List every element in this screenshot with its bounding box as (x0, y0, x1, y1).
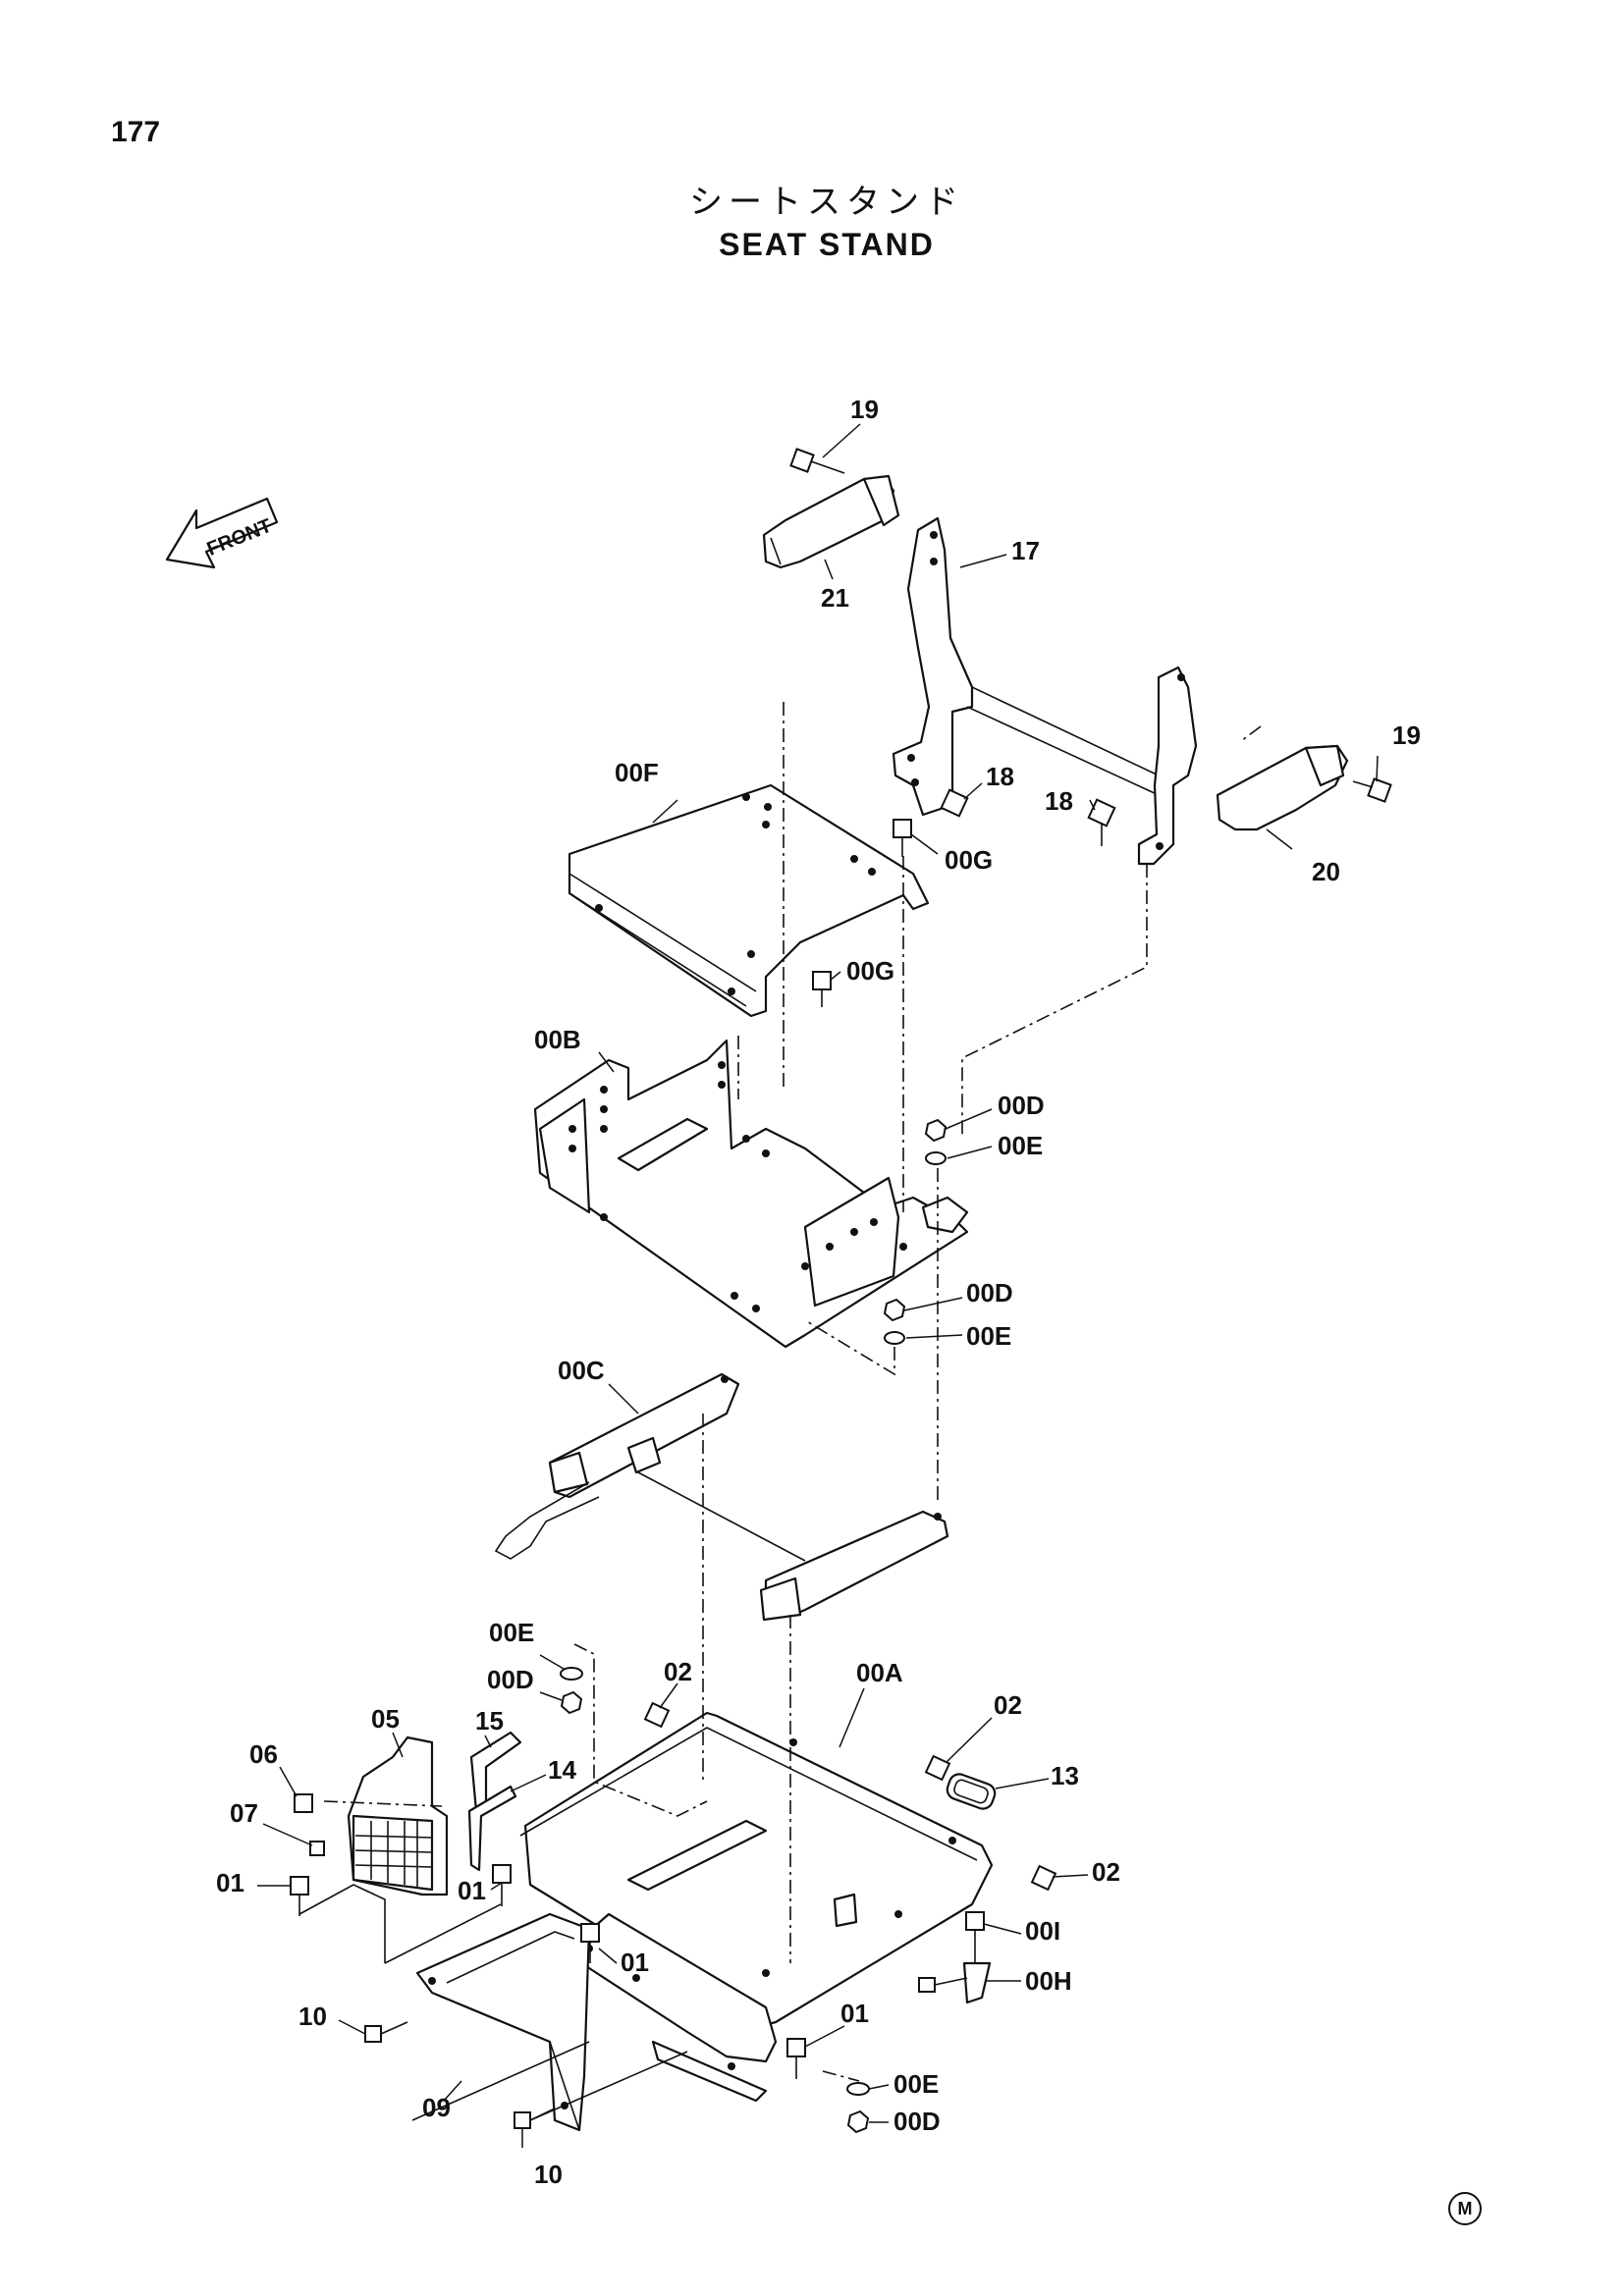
label-06: 06 (249, 1739, 278, 1769)
bolt-10-a (364, 2021, 408, 2043)
bolt-18-a (940, 788, 969, 818)
nut-00D-c (560, 1690, 583, 1715)
label-02-b: 02 (994, 1690, 1022, 1720)
connector-00H (918, 1961, 992, 2004)
front-arrow-icon: FRONT (165, 497, 279, 569)
label-19-top: 19 (850, 395, 879, 424)
label-19-right: 19 (1392, 721, 1421, 750)
label-02-c: 02 (1092, 1857, 1120, 1887)
bolt-00G-a (893, 819, 912, 857)
label-00B: 00B (534, 1025, 581, 1054)
plate-00F (568, 783, 930, 1018)
corner-mark: M (1448, 2192, 1482, 2225)
label-00I: 00I (1025, 1916, 1060, 1946)
label-09: 09 (422, 2093, 451, 2122)
label-15: 15 (475, 1706, 504, 1735)
slide-rail-00C (494, 1372, 949, 1622)
label-21: 21 (821, 583, 849, 613)
label-00E-b: 00E (966, 1321, 1011, 1351)
washer-00E-d (846, 2082, 870, 2096)
switch-00I (965, 1911, 985, 1963)
label-00F: 00F (615, 758, 659, 787)
bolt-18-b (1087, 798, 1116, 846)
label-00D-d: 00D (893, 2107, 941, 2136)
label-00H: 00H (1025, 1966, 1072, 1996)
label-00D-a: 00D (998, 1091, 1045, 1120)
label-17: 17 (1011, 536, 1040, 565)
leader-lines (257, 423, 1379, 2148)
label-00G-b: 00G (846, 956, 894, 986)
label-10-a: 10 (298, 2002, 327, 2031)
bolt-02-a (643, 1701, 671, 1729)
label-20: 20 (1312, 857, 1340, 886)
label-10-b: 10 (534, 2160, 563, 2189)
label-02-a: 02 (664, 1657, 692, 1686)
nut-00D-a (924, 1118, 947, 1143)
bolt-02-c (1030, 1864, 1057, 1892)
bolt-00G-b (812, 971, 832, 1007)
label-00E-d: 00E (893, 2069, 939, 2099)
bolt-01-c (580, 1923, 600, 1963)
nut-00D-b (883, 1298, 906, 1322)
armrest-20 (1216, 744, 1349, 831)
washer-00E-a (925, 1151, 947, 1165)
bolt-01-b (492, 1864, 512, 1906)
label-01-a: 01 (216, 1868, 244, 1897)
title-english: SEAT STAND (719, 227, 935, 262)
frame-00B (533, 1039, 969, 1349)
armrest-bracket-17 (892, 516, 1198, 866)
label-13: 13 (1051, 1761, 1079, 1790)
armrest-21 (762, 474, 900, 569)
label-07: 07 (230, 1798, 258, 1828)
label-00C: 00C (558, 1356, 605, 1385)
washer-00E-c (560, 1667, 583, 1681)
label-18-a: 18 (986, 762, 1014, 791)
bolt-02-b (924, 1754, 951, 1782)
title-block: シートスタンド SEAT STAND (0, 175, 1624, 263)
label-00E-c: 00E (489, 1618, 534, 1647)
duct-05 (347, 1735, 449, 1896)
bolt-07 (309, 1841, 325, 1856)
label-01-b: 01 (458, 1876, 486, 1905)
label-01-c: 01 (621, 1948, 649, 1977)
label-18-b: 18 (1045, 786, 1073, 816)
label-05: 05 (371, 1704, 400, 1734)
bolt-01-d (786, 2038, 806, 2079)
part-labels: 19 17 21 19 18 18 20 00F 00G 00G 00B 00D… (216, 395, 1421, 2189)
label-00A: 00A (856, 1658, 903, 1687)
washer-00E-b (884, 1331, 905, 1345)
title-japanese: シートスタンド (689, 183, 964, 222)
label-00G-a: 00G (945, 845, 993, 875)
cover-09 (415, 1912, 591, 2132)
label-00D-c: 00D (487, 1665, 534, 1694)
base-plate-00A (519, 1711, 994, 2103)
bolt-19-top (789, 448, 845, 474)
alignment-lines (298, 702, 1262, 2121)
bracket-14 (467, 1785, 517, 1872)
label-01-d: 01 (840, 1999, 869, 2028)
nut-00D-d (846, 2109, 870, 2134)
bolt-19-right (1352, 777, 1392, 803)
label-00D-b: 00D (966, 1278, 1013, 1308)
cap-13 (946, 1773, 997, 1810)
label-14: 14 (548, 1755, 576, 1785)
page-number: 177 (111, 116, 161, 148)
label-00E-a: 00E (998, 1131, 1043, 1160)
bolt-06 (294, 1793, 313, 1813)
